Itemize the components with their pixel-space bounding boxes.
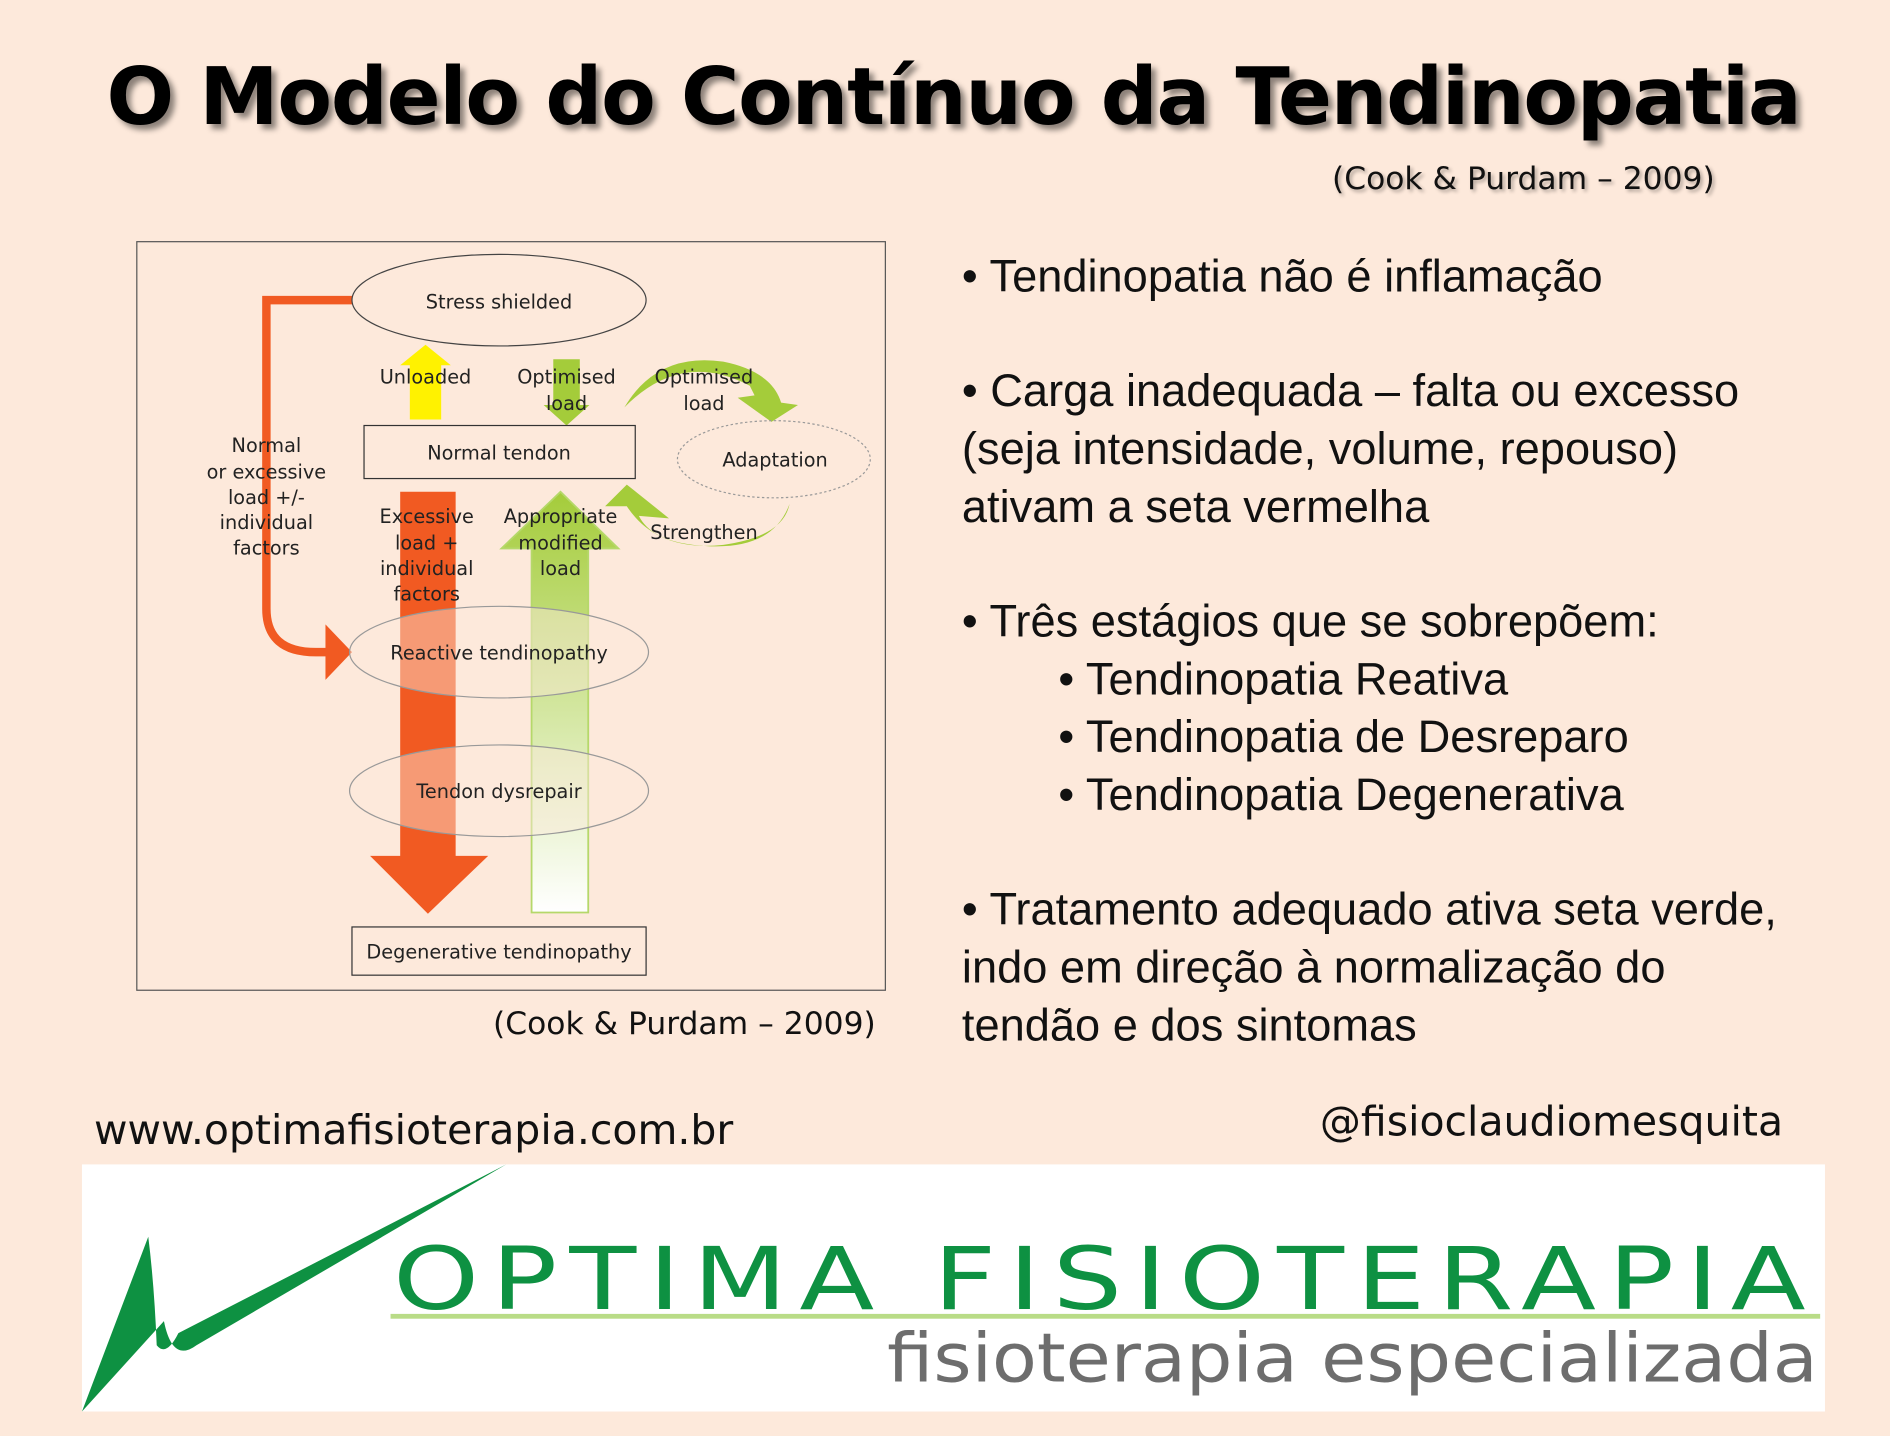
slide-title: O Modelo do Contínuo da Tendinopatia [106,50,1801,144]
excessive-load-label: load + [395,532,458,555]
optimised-load-cycle-label: load [683,392,724,415]
green-cycle-arrow-bottom [605,484,790,547]
dysrepair-label: Tendon dysrepair [415,780,581,803]
appropriate-load-label: Appropriate [504,505,618,528]
bullet-4-line: • Tratamento adequado ativa seta verde, [961,883,1777,935]
checkmark-icon [81,1164,507,1412]
stress-shielded-label: Stress shielded [426,291,572,314]
sub-bullet: • Tendinopatia de Desreparo [1058,711,1629,762]
reactive-label: Reactive tendinopathy [390,641,607,664]
green-up-arrow [499,490,621,914]
bullet-3: • Três estágios que se sobrepõem: [961,595,1659,647]
appropriate-load-label: modified [518,532,602,555]
green-cycle-arrow-top [624,360,798,422]
bullet-4-line: indo em direção à normalização do [961,941,1666,993]
appropriate-load-label: load [540,557,581,580]
stress-shielded-ellipse [351,253,647,347]
bullet-4-line: tendão e dos sintomas [961,999,1417,1050]
excessive-load-label: individual [380,557,473,580]
bullet-2-line: (seja intensidade, volume, repouso) [961,423,1679,474]
red-bracket-arrow [262,295,352,657]
yellow-up-arrow [400,344,451,420]
citation: (Cook & Purdam – 2009) [1331,161,1715,198]
unloaded-label: Unloaded [380,365,472,388]
optima-logo: OPTIMA FISIOTERAPIA fisioterapia especia… [81,1164,1825,1412]
green-down-arrow [543,359,590,426]
optimised-load-cycle-label: Optimised [655,365,754,388]
red-bracket-arrowhead [325,624,352,680]
website-link[interactable]: www.optimafisioterapia.com.br [94,1106,734,1155]
logo-divider [390,1313,1821,1319]
red-down-arrow [370,491,489,914]
tendinopathy-continuum-diagram: Stress shielded Unloaded Optimised load … [136,241,886,991]
logo-name: OPTIMA FISIOTERAPIA [393,1229,1818,1330]
bullet-2-line: • Carga inadequada – falta ou excesso [961,365,1740,416]
normal-load-label: load +/- [228,486,305,509]
excessive-load-label: factors [393,582,459,605]
normal-load-label: or excessive [207,461,327,484]
strengthen-label: Strengthen [650,521,757,544]
normal-load-label: factors [233,536,299,559]
normal-tendon-box [363,424,636,480]
reactive-ellipse [348,605,650,699]
bullet-2-line: ativam a seta vermelha [961,480,1430,532]
normal-load-label: Normal [232,434,302,457]
diagram-citation: (Cook & Purdam – 2009) [493,1006,876,1043]
sub-bullet: • Tendinopatia Reativa [1058,653,1509,704]
adaptation-label: Adaptation [722,448,827,471]
normal-load-label: individual [220,511,314,534]
dysrepair-ellipse [348,744,650,838]
adaptation-ellipse [676,420,871,499]
logo-tagline: fisioterapia especializada [887,1318,1818,1397]
bullet-1: • Tendinopatia não é inflamação [961,250,1603,302]
optimised-load-label: Optimised [517,365,616,388]
degenerative-box [351,926,647,976]
social-handle: @fisioclaudiomesquita [1319,1098,1784,1147]
degenerative-label: Degenerative tendinopathy [366,940,631,963]
optimised-load-label: load [546,392,587,415]
excessive-load-label: Excessive [380,505,474,528]
normal-tendon-label: Normal tendon [427,441,571,464]
sub-bullet: • Tendinopatia Degenerativa [1058,769,1624,820]
